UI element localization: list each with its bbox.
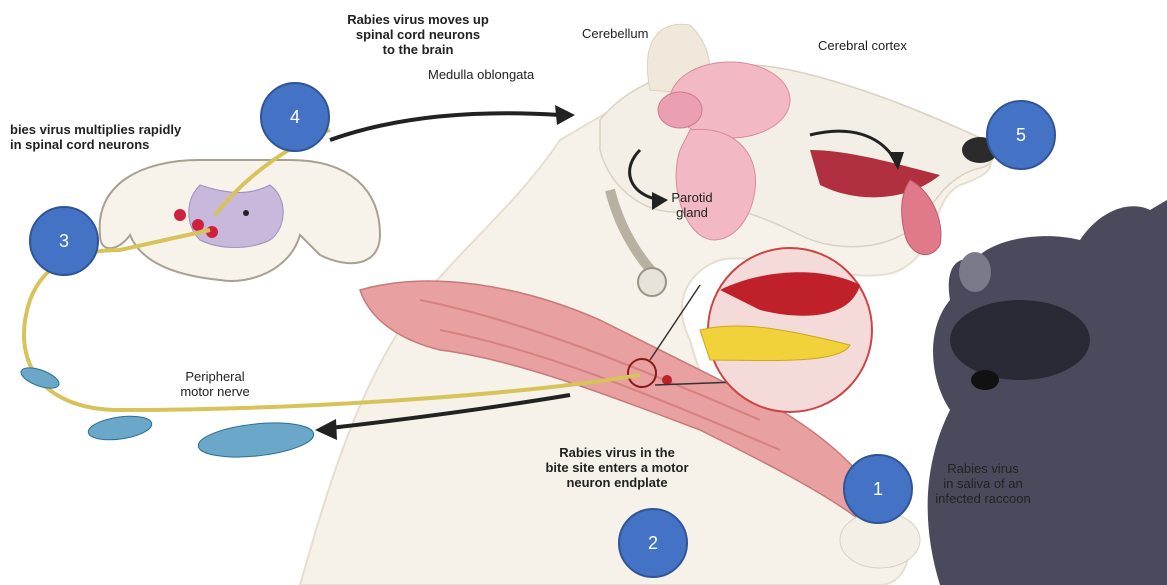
label-parotid: Parotid gland xyxy=(662,191,722,221)
label-raccoon: Rabies virus in saliva of an infected ra… xyxy=(918,462,1048,507)
step-3-marker: 3 xyxy=(29,206,99,276)
infected-neuron-2 xyxy=(192,219,204,231)
arrow-spinal-to-brain xyxy=(330,113,560,140)
label-bite-site: Rabies virus in the bite site enters a m… xyxy=(522,446,712,491)
spinal-canal xyxy=(243,210,249,216)
label-cerebral-cortex: Cerebral cortex xyxy=(818,39,907,54)
label-medulla: Medulla oblongata xyxy=(428,68,534,83)
label-peripheral: Peripheral motor nerve xyxy=(160,370,270,400)
infected-neuron xyxy=(174,209,186,221)
label-cerebellum: Cerebellum xyxy=(582,27,648,42)
virus-particle-medium xyxy=(87,413,153,444)
step-4-marker: 4 xyxy=(260,82,330,152)
raccoon-nose xyxy=(971,370,999,390)
collar-tag xyxy=(638,268,666,296)
raccoon-face-mask xyxy=(950,300,1090,380)
virus-particle-large xyxy=(197,418,316,462)
step-1-marker: 1 xyxy=(843,454,913,524)
cerebellum-shape xyxy=(658,92,702,128)
arrowhead-bite-to-virus xyxy=(315,419,337,440)
step-2-marker: 2 xyxy=(618,508,688,578)
label-moves-up: Rabies virus moves up spinal cord neuron… xyxy=(318,13,518,58)
raccoon-ear xyxy=(959,252,991,292)
step-5-marker: 5 xyxy=(986,100,1056,170)
label-multiplies: bies virus multiplies rapidly in spinal … xyxy=(10,123,181,153)
bite-site-wound xyxy=(662,375,672,385)
virus-particle-small xyxy=(18,364,61,393)
spinal-grey-matter xyxy=(189,185,283,248)
arrowhead-spinal-to-brain xyxy=(555,105,575,125)
raccoon xyxy=(928,200,1167,585)
